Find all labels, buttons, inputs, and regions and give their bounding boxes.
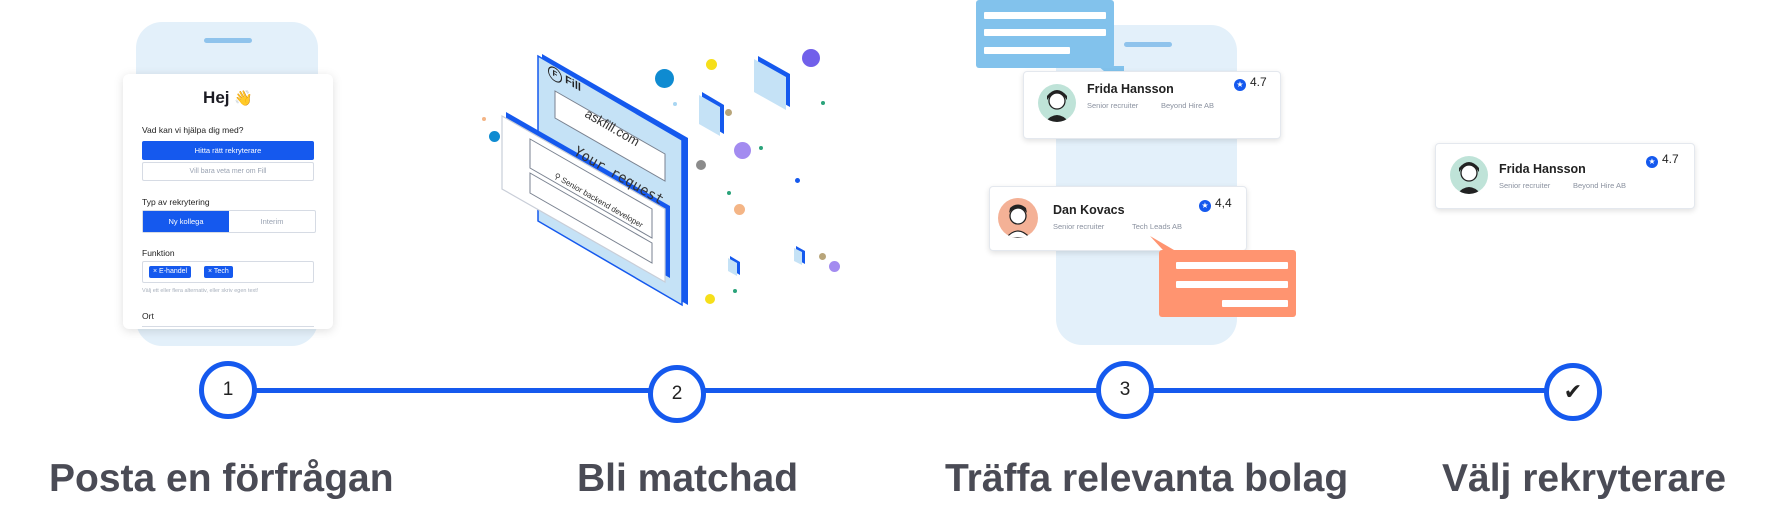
recruiter-rating: ★4.7 [1234, 75, 1267, 91]
option-interim[interactable]: Interim [260, 217, 284, 226]
step-2-marker: 2 [648, 365, 706, 423]
checkmark-icon: ✔ [1544, 363, 1602, 421]
confetti-dot [802, 49, 820, 67]
recruiter-role: Senior recruiter [1087, 101, 1139, 110]
step-2-label: Bli matchad [577, 457, 799, 500]
timeline-line [227, 388, 1545, 393]
confetti-dot [829, 261, 840, 272]
chat-bubble-blue [976, 0, 1114, 68]
request-form: Hej 👋 Vad kan vi hjälpa dig med? Hitta r… [123, 74, 333, 329]
recruiter-avatar [1038, 84, 1076, 122]
confetti-dot [489, 131, 500, 142]
step-3-marker: 3 [1096, 361, 1154, 419]
recruiter-card[interactable]: Dan Kovacs Senior recruiter Tech Leads A… [989, 186, 1247, 251]
confetti-dot [706, 59, 717, 70]
confetti-dot [733, 289, 737, 293]
location-input[interactable] [142, 326, 314, 329]
recruiter-name: Frida Hansson [1499, 162, 1586, 176]
recruiter-rating: ★4.7 [1646, 152, 1679, 168]
matching-illustration [501, 54, 805, 307]
recruiter-role: Senior recruiter [1053, 222, 1105, 231]
star-icon: ★ [1646, 156, 1658, 168]
star-icon: ★ [1234, 79, 1246, 91]
recruiter-company: Beyond Hire AB [1161, 101, 1214, 110]
learn-more-button[interactable]: Vill bara veta mer om Fill [142, 162, 314, 181]
close-icon[interactable]: × [208, 268, 213, 275]
function-label: Funktion [142, 248, 175, 258]
option-new-colleague[interactable]: Ny kollega [143, 211, 229, 232]
waving-hand-icon: 👋 [234, 90, 253, 107]
confetti-dot [655, 69, 674, 88]
help-label: Vad kan vi hjälpa dig med? [142, 125, 244, 135]
confetti-dot [705, 294, 715, 304]
confetti-dot [673, 102, 677, 106]
close-icon[interactable]: × [153, 268, 158, 275]
confetti-dot [821, 101, 825, 105]
recruit-type-toggle: Ny kollega Interim [142, 210, 316, 233]
confetti-dot [727, 191, 731, 195]
tag-chip[interactable]: × E-handel [149, 266, 192, 278]
recruiter-role: Senior recruiter [1499, 181, 1551, 190]
confetti-dot [819, 253, 826, 260]
confetti-dot [725, 109, 732, 116]
recruiter-card[interactable]: Frida Hansson Senior recruiter Beyond Hi… [1023, 71, 1281, 139]
recruiter-rating: ★4,4 [1199, 196, 1232, 212]
selected-recruiter-card[interactable]: Frida Hansson Senior recruiter Beyond Hi… [1435, 143, 1695, 209]
recruit-type-label: Typ av rekrytering [142, 197, 210, 207]
phone-notch [1124, 42, 1172, 47]
confetti-dot [482, 117, 486, 121]
tag-chip[interactable]: × Tech [204, 266, 233, 278]
confetti-dot [734, 204, 745, 215]
step-3-label: Träffa relevanta bolag [945, 457, 1349, 500]
location-label: Ort [142, 311, 154, 321]
chat-bubble-orange [1159, 250, 1296, 317]
confetti-dot [696, 160, 706, 170]
confetti-dot [795, 178, 800, 183]
find-recruiter-button[interactable]: Hitta rätt rekryterare [142, 141, 314, 160]
function-hint: Välj ett eller flera alternativ, eller s… [142, 288, 259, 294]
recruiter-name: Dan Kovacs [1053, 203, 1125, 217]
recruiter-company: Tech Leads AB [1132, 222, 1183, 231]
phone-notch [204, 38, 252, 43]
confetti-dot [734, 142, 751, 159]
recruiter-company: Beyond Hire AB [1573, 181, 1626, 190]
recruiter-avatar [998, 198, 1038, 238]
step-4-label: Välj rekryterare [1442, 457, 1727, 500]
step-1-label: Posta en förfrågan [49, 457, 394, 500]
step-1-marker: 1 [199, 361, 257, 419]
confetti-dot [759, 146, 763, 150]
greeting-title: Hej [203, 88, 230, 107]
star-icon: ★ [1199, 200, 1211, 212]
recruiter-avatar [1450, 156, 1488, 194]
recruiter-name: Frida Hansson [1087, 82, 1174, 96]
function-tag-input[interactable]: × E-handel × Tech [142, 261, 314, 283]
